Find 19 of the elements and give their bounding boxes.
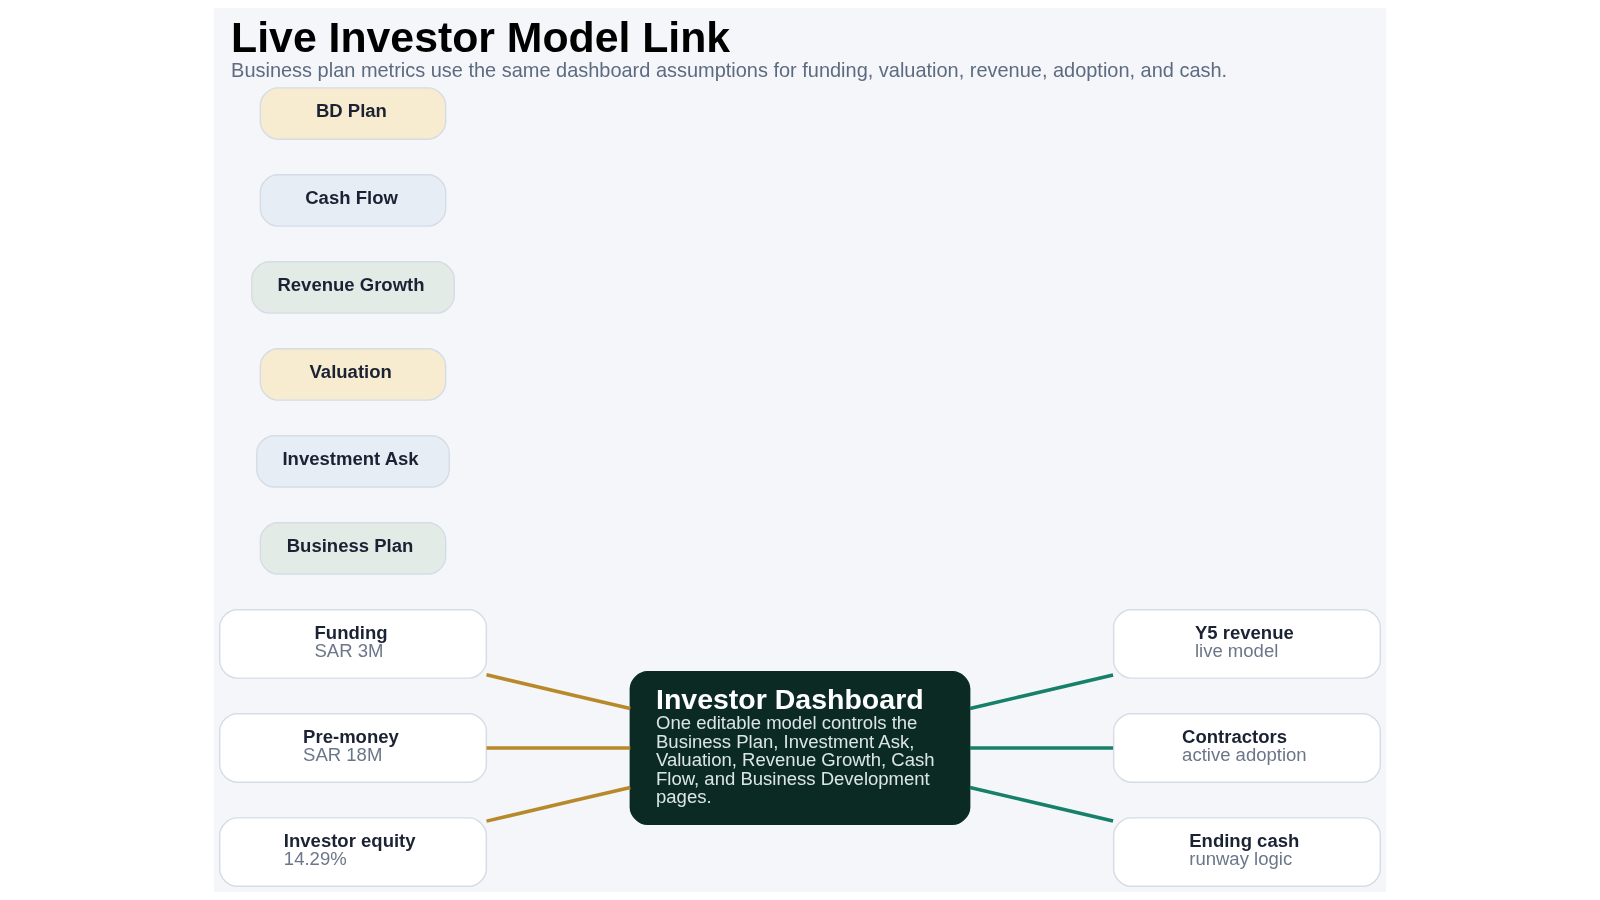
node-box: Cash Flow — [259, 174, 447, 227]
connector — [486, 746, 631, 750]
connector — [486, 673, 631, 711]
node-box: Investor Dashboard One editable model controls the Business Plan, Investment Ask, Valuation, Revenue Growth, Cash Flow, and Business Development pages. — [629, 671, 971, 825]
node-box: Funding SAR 3M — [219, 608, 488, 679]
node-box: Valuation — [259, 348, 447, 401]
node-box: Y5 revenue live model — [1112, 608, 1381, 679]
node-box: Business Plan — [259, 522, 447, 575]
connector — [969, 785, 1114, 823]
node-box: Contractors active adoption — [1112, 713, 1381, 783]
connector — [486, 785, 631, 823]
node-box: Investment Ask — [256, 435, 450, 488]
connector — [969, 746, 1114, 750]
node-box: Investor equity 14.29% — [219, 817, 488, 887]
node-box: Revenue Growth — [251, 261, 455, 314]
node-box: Pre-money SAR 18M — [219, 713, 488, 783]
node-box: Ending cash runway logic — [1112, 817, 1381, 887]
node-box: BD Plan — [259, 87, 447, 140]
connector — [969, 673, 1114, 711]
